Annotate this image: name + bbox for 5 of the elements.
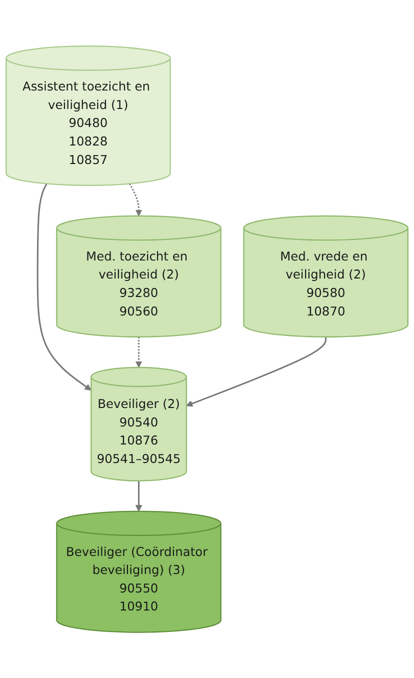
arrow: [135, 480, 142, 512]
arrow: [135, 336, 142, 368]
arrow: [36, 183, 92, 390]
arrow: [186, 336, 327, 407]
arrow: [129, 183, 142, 216]
